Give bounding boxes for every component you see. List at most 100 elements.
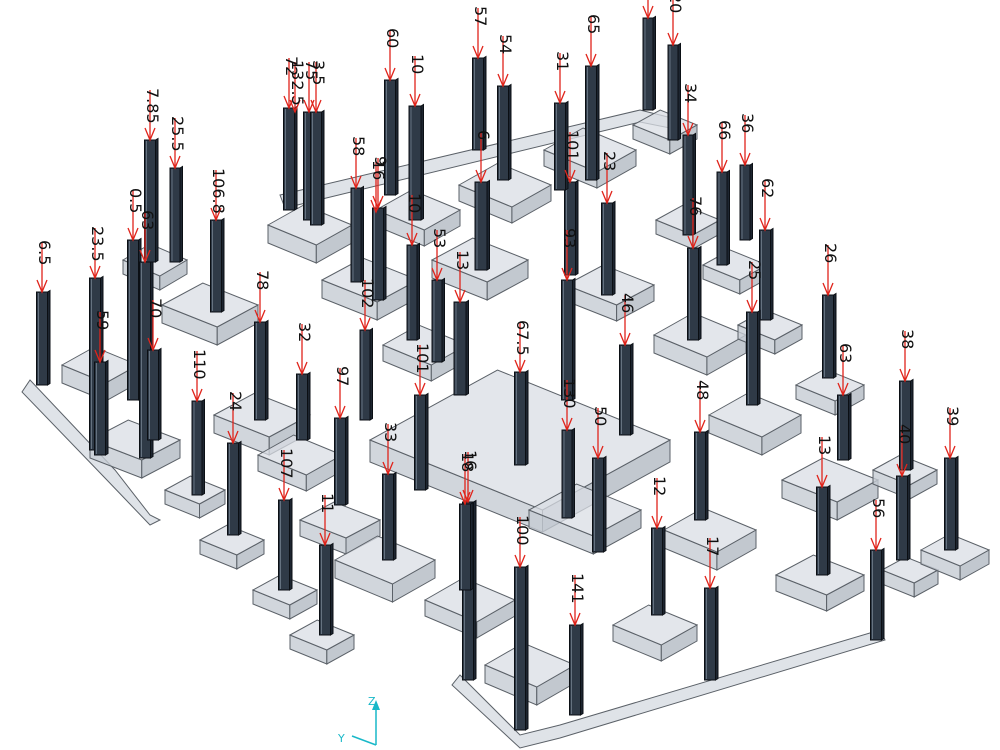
column — [459, 501, 474, 591]
column — [359, 327, 373, 421]
grade-beam — [451, 629, 886, 749]
load-arrow-head — [475, 169, 487, 184]
load-arrow-head — [564, 169, 576, 184]
column-side-face — [441, 277, 445, 363]
load-arrow-head — [642, 5, 654, 20]
load-arrow — [431, 230, 443, 282]
load-arrow — [687, 198, 699, 250]
load-arrow-head — [569, 612, 581, 627]
column-side-face — [596, 63, 600, 181]
load-arrow — [227, 393, 239, 445]
column — [350, 185, 364, 283]
column-side-face — [565, 100, 569, 191]
column — [870, 547, 885, 641]
load-arrow-head — [514, 359, 526, 374]
load-arrow — [601, 153, 613, 205]
column — [592, 455, 607, 553]
column — [127, 237, 142, 401]
load-value-label: 66 — [715, 120, 734, 140]
column — [278, 497, 293, 591]
load-arrow — [564, 132, 576, 184]
loads-layer — [36, 0, 956, 627]
load-arrow-head — [139, 249, 151, 264]
column-side-face — [265, 319, 269, 421]
column-side-face — [508, 83, 512, 181]
load-arrow — [406, 195, 418, 247]
column-side-face — [425, 392, 429, 491]
column-side-face — [360, 185, 364, 283]
load-arrow-head — [409, 93, 421, 108]
load-value-label: 62 — [758, 178, 777, 198]
load-arrow — [896, 426, 908, 478]
load-value-label: 141 — [568, 573, 587, 604]
load-value-label: 18 — [458, 452, 477, 472]
column — [642, 15, 656, 111]
load-value-label: 16 — [461, 450, 480, 470]
load-value-label: 65 — [584, 14, 603, 34]
load-value-label: 101 — [413, 343, 432, 374]
load-arrow-head — [210, 207, 222, 222]
footing-top-face — [527, 483, 643, 537]
load-arrow-head — [191, 388, 203, 403]
column — [816, 484, 831, 576]
column-side-face — [833, 292, 837, 379]
load-value-label: 70 — [146, 298, 165, 318]
load-value-label: 9 — [371, 156, 390, 166]
column — [746, 309, 761, 406]
column — [283, 105, 298, 211]
load-arrow-head — [585, 53, 597, 68]
load-value-label: 32 — [295, 322, 314, 342]
column — [514, 564, 529, 731]
column — [372, 205, 387, 301]
load-arrow-head — [406, 232, 418, 247]
load-arrow-head — [384, 67, 396, 82]
load-arrow — [472, 8, 484, 60]
load-value-label: 0.5 — [126, 188, 145, 213]
load-arrow — [642, 0, 654, 20]
load-arrow — [592, 408, 604, 460]
footing — [611, 604, 699, 662]
load-value-label: 76 — [686, 196, 705, 216]
load-value-label: 3.5 — [309, 60, 328, 85]
column-side-face — [705, 429, 709, 521]
load-arrow-head — [319, 532, 331, 547]
column-side-face — [757, 309, 761, 406]
load-arrow-head — [382, 461, 394, 476]
column — [94, 359, 109, 456]
load-arrow-head — [414, 382, 426, 397]
load-arrow-head — [759, 217, 771, 232]
footing-top-face — [298, 501, 382, 539]
load-arrow-head — [739, 152, 751, 167]
load-arrow-head — [334, 405, 346, 420]
column-side-face — [612, 200, 616, 296]
load-arrow — [310, 62, 322, 114]
column-side-face — [321, 109, 325, 226]
load-arrow-head — [687, 235, 699, 250]
footing — [298, 501, 382, 555]
load-arrow-head — [837, 382, 849, 397]
load-arrow-head — [667, 32, 679, 47]
load-arrow — [334, 368, 346, 420]
column-side-face — [715, 585, 719, 681]
load-arrow — [899, 331, 911, 383]
load-value-label: 11 — [318, 493, 337, 513]
column-side-face — [525, 564, 529, 731]
column-side-face — [395, 77, 399, 196]
load-value-label: 130 — [560, 378, 579, 409]
column — [561, 277, 576, 401]
footing — [256, 434, 344, 492]
load-arrow — [497, 36, 509, 88]
load-arrow-head — [944, 445, 956, 460]
column — [414, 392, 429, 491]
load-arrow-head — [350, 175, 362, 190]
load-value-label: 110 — [190, 349, 209, 380]
load-arrow — [475, 132, 487, 184]
load-arrow — [759, 180, 771, 232]
column-side-face — [201, 398, 205, 496]
load-arrow — [283, 58, 295, 110]
column-side-face — [383, 205, 387, 301]
column-side-face — [848, 392, 852, 461]
load-arrow-head — [899, 368, 911, 383]
load-arrow — [514, 517, 526, 569]
column-side-face — [47, 289, 51, 386]
